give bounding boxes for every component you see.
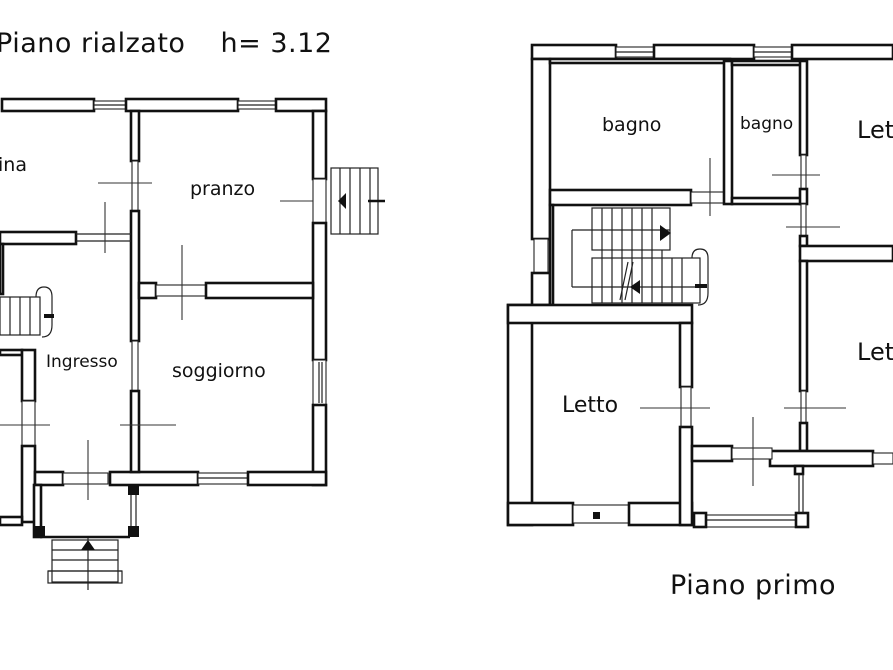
room-label-ingresso: Ingresso — [46, 352, 118, 372]
room-label-letto-mid-right: Let — [857, 338, 893, 366]
room-label-letto-left: Letto — [562, 393, 619, 418]
room-label-bagno-1: bagno — [602, 114, 662, 136]
first-floor-plan — [506, 43, 893, 529]
first-floor-title: Piano primo — [670, 570, 837, 601]
room-label-soggiorno: soggiorno — [172, 360, 266, 382]
ground-floor-plan — [0, 97, 385, 590]
ceiling-height-note: h= 3.12 — [220, 28, 333, 59]
room-label-pranzo: pranzo — [190, 178, 256, 200]
room-label-letto-top-right: Let — [857, 116, 893, 144]
room-label-cucina: ina — [0, 154, 27, 176]
ground-floor-title: Piano rialzato h= 3.12 — [0, 28, 333, 59]
room-label-bagno-2: bagno — [740, 114, 794, 134]
